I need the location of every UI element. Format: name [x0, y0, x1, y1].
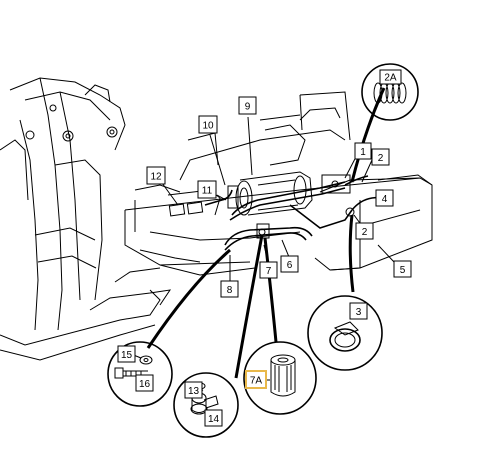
callout-4: 4: [375, 189, 394, 207]
svg-text:10: 10: [202, 121, 214, 132]
svg-text:16: 16: [139, 379, 151, 390]
callout-3: 3: [349, 302, 368, 320]
svg-text:14: 14: [208, 414, 220, 425]
washer-icon: [139, 355, 153, 365]
svg-text:15: 15: [121, 350, 133, 361]
svg-text:7: 7: [266, 266, 272, 277]
hoses: [204, 175, 391, 251]
callout-14: 14: [204, 409, 223, 427]
svg-text:4: 4: [382, 194, 388, 205]
callout-2-mid: 2: [355, 222, 374, 240]
callout-9: 9: [238, 96, 257, 115]
callout-15: 15: [117, 345, 136, 363]
callout-13: 13: [184, 381, 203, 399]
svg-text:2A: 2A: [384, 73, 397, 84]
svg-text:11: 11: [202, 186, 213, 197]
callout-2-top: 2: [371, 148, 390, 166]
inset-filter: [243, 341, 317, 415]
inset-spring: [361, 63, 419, 121]
callout-6: 6: [280, 255, 299, 273]
callout-10: 10: [198, 115, 218, 134]
inset-hose-clamp: [307, 295, 383, 371]
svg-text:8: 8: [227, 285, 233, 296]
callout-1: 1: [354, 142, 372, 160]
svg-text:2: 2: [362, 227, 368, 238]
callout-8: 8: [220, 280, 239, 298]
callout-16: 16: [135, 374, 154, 392]
callout-5: 5: [393, 260, 412, 278]
svg-text:12: 12: [150, 172, 162, 183]
callout-2A: 2A: [379, 69, 402, 85]
callout-7A: 7A: [245, 370, 267, 389]
callout-7: 7: [259, 261, 278, 279]
filter-element-icon: [270, 354, 296, 397]
svg-text:2: 2: [378, 153, 384, 164]
svg-text:1: 1: [360, 147, 366, 158]
inset-fitting: [173, 372, 239, 438]
svg-text:3: 3: [356, 307, 362, 318]
hose-clamp-icon: [329, 321, 361, 352]
cab-frame: [0, 77, 172, 361]
svg-text:7A: 7A: [250, 376, 263, 387]
svg-text:6: 6: [287, 260, 293, 271]
callout-12: 12: [146, 166, 166, 185]
callout-11: 11: [197, 180, 217, 199]
svg-text:13: 13: [188, 386, 200, 397]
leader-lines: [146, 87, 386, 379]
svg-text:9: 9: [245, 102, 251, 113]
svg-text:5: 5: [400, 265, 406, 276]
